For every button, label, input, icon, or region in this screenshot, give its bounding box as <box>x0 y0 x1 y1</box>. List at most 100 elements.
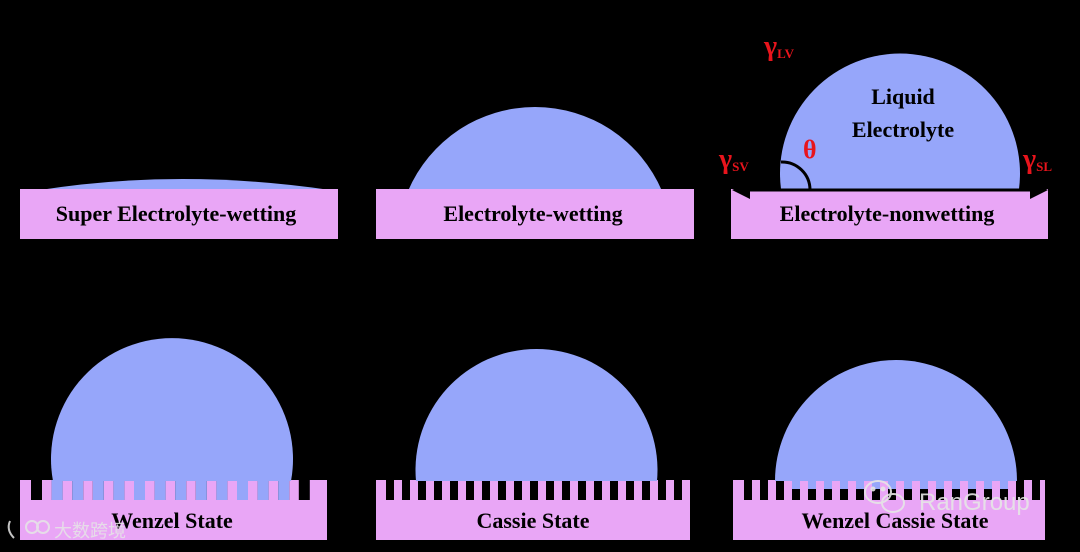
surface-pillars <box>386 480 682 500</box>
groove <box>744 480 752 500</box>
panel-label: Cassie State <box>476 508 589 533</box>
partially-filled-groove <box>952 480 960 489</box>
wechat-icon <box>864 480 905 513</box>
brand-logo-icon <box>7 520 50 539</box>
groove <box>31 480 42 500</box>
groove <box>514 480 522 500</box>
gamma-sl-label: γSL <box>1022 144 1052 175</box>
groove <box>856 480 864 500</box>
groove <box>1032 480 1040 500</box>
partially-filled-groove <box>888 480 896 489</box>
droplet <box>415 349 658 481</box>
panel-label: Electrolyte-nonwetting <box>780 201 995 226</box>
substrate <box>20 189 338 239</box>
groove <box>498 480 506 500</box>
groove <box>776 480 784 500</box>
groove <box>968 480 976 500</box>
groove <box>562 480 570 500</box>
groove <box>920 480 928 500</box>
arrow-left-icon <box>732 181 750 199</box>
groove <box>872 480 880 500</box>
arrow-right-icon <box>1030 181 1048 199</box>
groove <box>904 480 912 500</box>
droplet <box>775 360 1017 481</box>
partially-filled-groove <box>904 480 912 489</box>
droplet <box>50 338 294 481</box>
filled-groove <box>154 480 166 500</box>
filled-groove <box>216 480 228 500</box>
panel-wenzel-cassie: Wenzel Cassie State <box>733 360 1045 540</box>
panel-wetting: Electrolyte-wetting <box>376 106 694 239</box>
partially-filled-groove <box>920 480 928 489</box>
filled-groove <box>92 480 104 500</box>
watermark-right: RanGroup <box>864 480 1030 516</box>
partially-filled-groove <box>808 480 816 489</box>
filled-groove <box>278 480 290 500</box>
groove <box>298 480 310 500</box>
groove <box>418 480 426 500</box>
thin-film-droplet <box>40 179 330 190</box>
groove <box>450 480 458 500</box>
filled-groove <box>257 480 269 500</box>
panel-nonwetting: Liquid Electrolyte θ γLV γSV γSL Electro… <box>718 31 1052 239</box>
watermark-left: 大数跨境 <box>7 520 126 541</box>
partially-filled-groove <box>824 480 832 489</box>
groove <box>546 480 554 500</box>
filled-groove <box>51 480 63 500</box>
partially-filled-groove <box>872 480 880 489</box>
substrate <box>731 189 1048 239</box>
groove <box>594 480 602 500</box>
groove <box>1016 480 1024 500</box>
contact-angle-arc <box>780 160 812 191</box>
groove <box>530 480 538 500</box>
groove <box>434 480 442 500</box>
partially-filled-groove <box>984 480 992 489</box>
groove <box>610 480 618 500</box>
groove <box>888 480 896 500</box>
droplet-label-line1: Liquid <box>871 84 935 109</box>
filled-groove <box>237 480 248 500</box>
groove <box>642 480 650 500</box>
partially-filled-groove <box>1000 480 1008 489</box>
filled-groove <box>195 480 207 500</box>
substrate <box>20 480 327 540</box>
droplet-label-line2: Electrolyte <box>852 117 954 142</box>
groove <box>386 480 394 500</box>
groove <box>482 480 490 500</box>
groove <box>840 480 848 500</box>
filled-groove <box>72 480 84 500</box>
gamma-lv-label: γLV <box>763 31 795 62</box>
watermark-text: RanGroup <box>919 489 1030 516</box>
groove <box>626 480 634 500</box>
partially-filled-groove <box>856 480 864 489</box>
groove <box>824 480 832 500</box>
groove <box>936 480 944 500</box>
contact-angle-symbol: θ <box>803 135 817 164</box>
partially-filled-groove <box>792 480 800 489</box>
partially-filled-groove <box>968 480 976 489</box>
partially-filled-groove <box>936 480 944 489</box>
groove <box>466 480 474 500</box>
filled-groove <box>113 480 125 500</box>
groove <box>674 480 682 500</box>
groove <box>984 480 992 500</box>
panel-super-wetting: Super Electrolyte-wetting <box>20 179 338 239</box>
filled-groove <box>134 480 145 500</box>
watermark-text: 大数跨境 <box>54 521 126 541</box>
groove <box>1000 480 1008 500</box>
surface-pillars <box>744 480 1040 500</box>
panel-label: Electrolyte-wetting <box>443 201 622 226</box>
groove <box>792 480 800 500</box>
liquid-in-grooves <box>51 480 290 500</box>
groove <box>658 480 666 500</box>
groove <box>578 480 586 500</box>
liquid-partial-grooves <box>792 480 1008 489</box>
groove <box>760 480 768 500</box>
filled-groove <box>175 480 187 500</box>
gamma-sv-label: γSV <box>718 144 749 175</box>
partially-filled-groove <box>840 480 848 489</box>
groove <box>402 480 410 500</box>
panel-label: Super Electrolyte-wetting <box>56 201 297 226</box>
panel-label: Wenzel State <box>111 508 233 533</box>
